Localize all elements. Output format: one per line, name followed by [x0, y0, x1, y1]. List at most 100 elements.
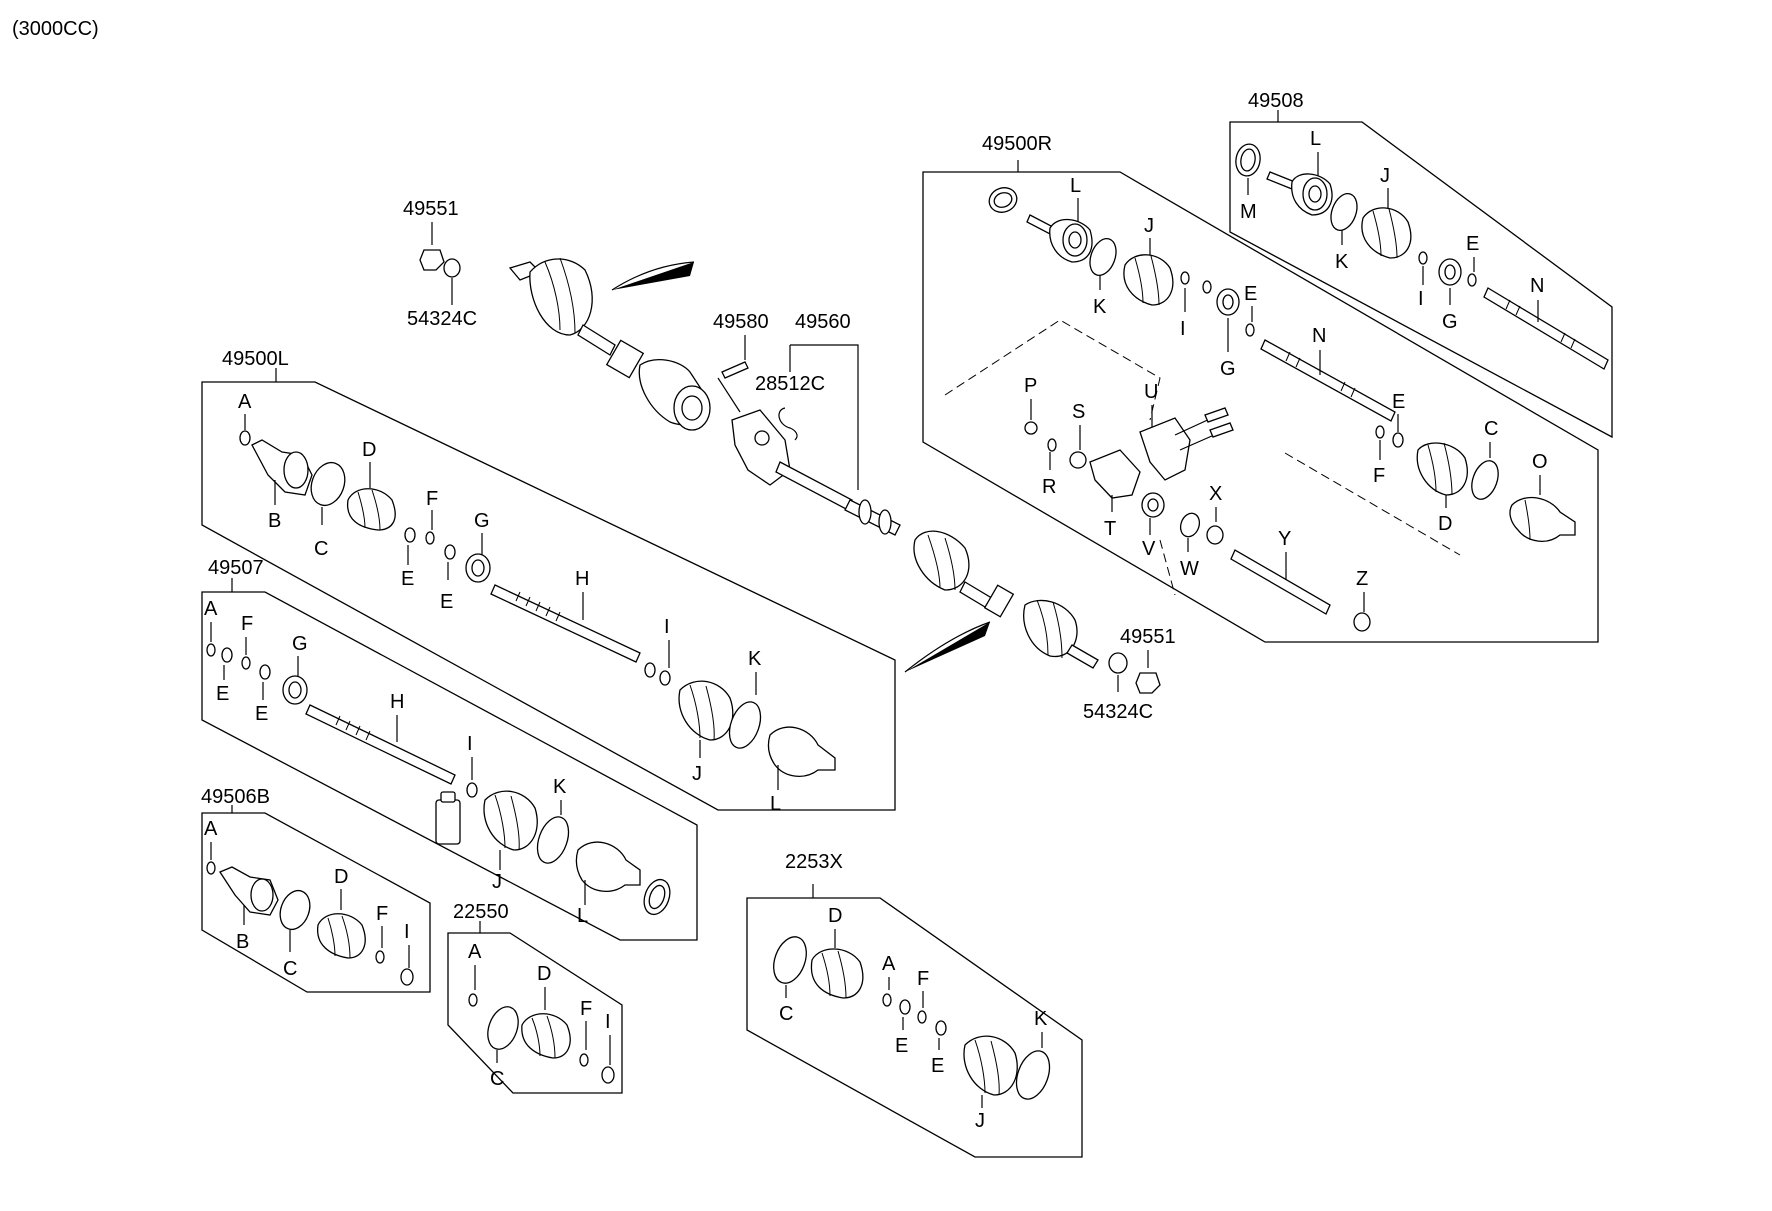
letter-L[interactable]: L — [1310, 128, 1321, 150]
letter-H[interactable]: H — [575, 568, 589, 590]
letter-T[interactable]: T — [1104, 518, 1116, 540]
letter-S[interactable]: S — [1072, 401, 1085, 423]
letter-F[interactable]: F — [241, 613, 253, 635]
part-number-49580[interactable]: 49580 — [713, 311, 769, 333]
frame-49507: 49507 — [201, 557, 698, 941]
engine-note: (3000CC) — [12, 18, 99, 40]
letter-G[interactable]: G — [292, 633, 308, 655]
letter-K[interactable]: K — [553, 776, 567, 798]
components-49500L: A B C D F E E G H I — [238, 391, 836, 815]
letter-V[interactable]: V — [1142, 538, 1156, 560]
components-49500R: L K J I G E N P R S — [988, 175, 1576, 632]
callout-49551-bottom: 49551 54324C — [1083, 626, 1176, 723]
letter-B[interactable]: B — [268, 510, 281, 532]
assembly-number-49507[interactable]: 49507 — [208, 557, 264, 579]
letter-E[interactable]: E — [931, 1055, 944, 1077]
letter-E[interactable]: E — [255, 703, 268, 725]
letter-O[interactable]: O — [1532, 451, 1548, 473]
part-number-28512C[interactable]: 28512C — [755, 373, 825, 395]
letter-A[interactable]: A — [204, 818, 218, 840]
frame-49500R: 49500R — [922, 133, 1599, 643]
letter-C[interactable]: C — [1484, 418, 1498, 440]
letter-M[interactable]: M — [1240, 201, 1257, 223]
letter-L[interactable]: L — [577, 905, 588, 927]
letter-G[interactable]: G — [474, 510, 490, 532]
subgroup-outline — [944, 319, 1161, 421]
assembly-number-49508[interactable]: 49508 — [1248, 90, 1304, 112]
letter-D[interactable]: D — [1438, 513, 1452, 535]
assembly-number-49506B[interactable]: 49506B — [201, 786, 270, 808]
letter-E[interactable]: E — [1244, 283, 1257, 305]
letter-C[interactable]: C — [490, 1068, 504, 1090]
letter-A[interactable]: A — [882, 953, 896, 975]
letter-D[interactable]: D — [537, 963, 551, 985]
letter-F[interactable]: F — [376, 903, 388, 925]
letter-E[interactable]: E — [1466, 233, 1479, 255]
letter-L[interactable]: L — [1070, 175, 1081, 197]
components-49507: A E F E G H I J K L — [204, 598, 671, 927]
letter-P[interactable]: P — [1024, 375, 1037, 397]
letter-J[interactable]: J — [1380, 165, 1390, 187]
letter-Y[interactable]: Y — [1278, 528, 1291, 550]
letter-E[interactable]: E — [895, 1035, 908, 1057]
letter-B[interactable]: B — [236, 931, 249, 953]
letter-G[interactable]: G — [1220, 358, 1236, 380]
part-number-49551-bottom[interactable]: 49551 — [1120, 626, 1176, 648]
assembly-number-49500R[interactable]: 49500R — [982, 133, 1052, 155]
part-number-54324C-bottom[interactable]: 54324C — [1083, 701, 1153, 723]
letter-K[interactable]: K — [1034, 1008, 1048, 1030]
letter-F[interactable]: F — [1373, 465, 1385, 487]
letter-D[interactable]: D — [828, 905, 842, 927]
assembly-number-49500L[interactable]: 49500L — [222, 348, 289, 370]
assembled-drive-shaft — [508, 257, 1099, 673]
letter-A[interactable]: A — [204, 598, 218, 620]
letter-X[interactable]: X — [1209, 483, 1222, 505]
letter-J[interactable]: J — [692, 763, 702, 785]
letter-I[interactable]: I — [664, 616, 670, 638]
frame-49506B: 49506B — [201, 786, 431, 993]
letter-I[interactable]: I — [404, 921, 410, 943]
letter-C[interactable]: C — [314, 538, 328, 560]
letter-E[interactable]: E — [1392, 391, 1405, 413]
letter-F[interactable]: F — [426, 488, 438, 510]
letter-I[interactable]: I — [605, 1011, 611, 1033]
frame-49508: 49508 — [1229, 90, 1613, 439]
letter-N[interactable]: N — [1530, 275, 1544, 297]
callout-49560: 49560 28512C — [755, 311, 859, 490]
letter-E[interactable]: E — [216, 683, 229, 705]
letter-D[interactable]: D — [334, 866, 348, 888]
letter-K[interactable]: K — [748, 648, 762, 670]
letter-I[interactable]: I — [1180, 318, 1186, 340]
letter-D[interactable]: D — [362, 439, 376, 461]
letter-K[interactable]: K — [1093, 296, 1107, 318]
letter-A[interactable]: A — [468, 941, 482, 963]
letter-K[interactable]: K — [1335, 251, 1349, 273]
letter-N[interactable]: N — [1312, 325, 1326, 347]
part-number-49560[interactable]: 49560 — [795, 311, 851, 333]
letter-H[interactable]: H — [390, 691, 404, 713]
letter-E[interactable]: E — [440, 591, 453, 613]
letter-U[interactable]: U — [1144, 381, 1158, 403]
letter-W[interactable]: W — [1180, 558, 1199, 580]
letter-I[interactable]: I — [467, 733, 473, 755]
assembly-number-22550[interactable]: 22550 — [453, 901, 509, 923]
letter-R[interactable]: R — [1042, 476, 1056, 498]
assembly-number-2253X[interactable]: 2253X — [785, 851, 843, 873]
letter-I[interactable]: I — [1418, 288, 1424, 310]
letter-J[interactable]: J — [492, 871, 502, 893]
letter-F[interactable]: F — [917, 968, 929, 990]
letter-G[interactable]: G — [1442, 311, 1458, 333]
letter-L[interactable]: L — [770, 793, 781, 815]
part-number-49551[interactable]: 49551 — [403, 198, 459, 220]
part-number-54324C[interactable]: 54324C — [407, 308, 477, 330]
letter-J[interactable]: J — [975, 1110, 985, 1132]
letter-F[interactable]: F — [580, 998, 592, 1020]
letter-Z[interactable]: Z — [1356, 568, 1368, 590]
letter-C[interactable]: C — [779, 1003, 793, 1025]
frame-49500L: 49500L — [201, 348, 896, 811]
letter-C[interactable]: C — [283, 958, 297, 980]
letter-A[interactable]: A — [238, 391, 252, 413]
letter-E[interactable]: E — [401, 568, 414, 590]
letter-J[interactable]: J — [1144, 215, 1154, 237]
